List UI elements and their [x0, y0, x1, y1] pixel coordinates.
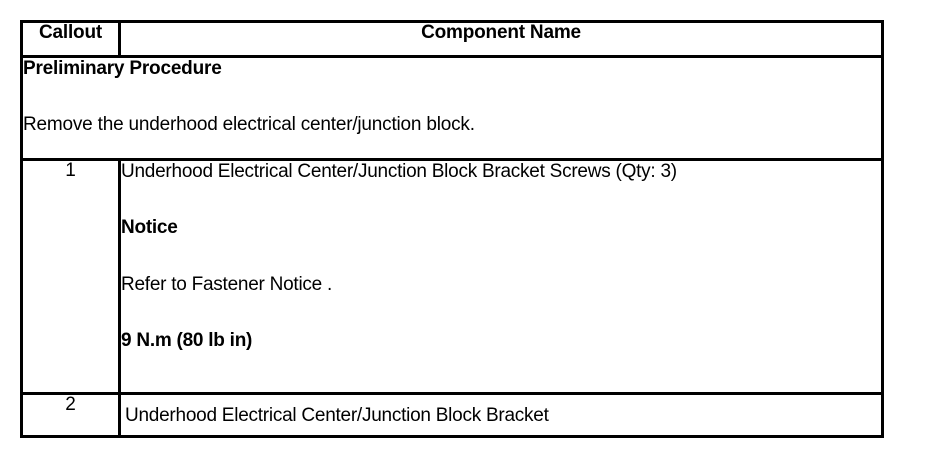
preliminary-procedure-cell: Preliminary Procedure Remove the underho…	[20, 55, 884, 161]
component-name-text: Underhood Electrical Center/Junction Blo…	[125, 404, 549, 426]
preliminary-procedure-row: Preliminary Procedure Remove the underho…	[20, 55, 884, 161]
column-header-component-name: Component Name	[118, 20, 884, 58]
callout-number-2: 2	[20, 392, 121, 438]
torque-specification: 9 N.m (80 lb in)	[121, 330, 253, 352]
table-row: 2 Underhood Electrical Center/Junction B…	[20, 392, 884, 438]
callout-number-1: 1	[20, 158, 121, 395]
column-header-callout: Callout	[20, 20, 121, 58]
preliminary-procedure-text: Remove the underhood electrical center/j…	[23, 114, 475, 136]
component-name-text: Underhood Electrical Center/Junction Blo…	[121, 161, 677, 182]
fastener-notice-reference: Refer to Fastener Notice .	[121, 273, 333, 295]
table-row: 1 Underhood Electrical Center/Junction B…	[20, 158, 884, 395]
callout-table: Callout Component Name Preliminary Proce…	[20, 20, 884, 438]
block-spacer	[121, 240, 881, 274]
table-header-row: Callout Component Name	[20, 20, 884, 58]
component-cell-1: Underhood Electrical Center/Junction Blo…	[118, 158, 884, 395]
component-cell-2: Underhood Electrical Center/Junction Blo…	[118, 392, 884, 438]
preliminary-procedure-title: Preliminary Procedure	[23, 58, 222, 79]
preliminary-spacer	[23, 80, 881, 114]
notice-heading: Notice	[121, 217, 178, 239]
block-spacer	[121, 296, 881, 330]
block-spacer	[121, 183, 881, 217]
